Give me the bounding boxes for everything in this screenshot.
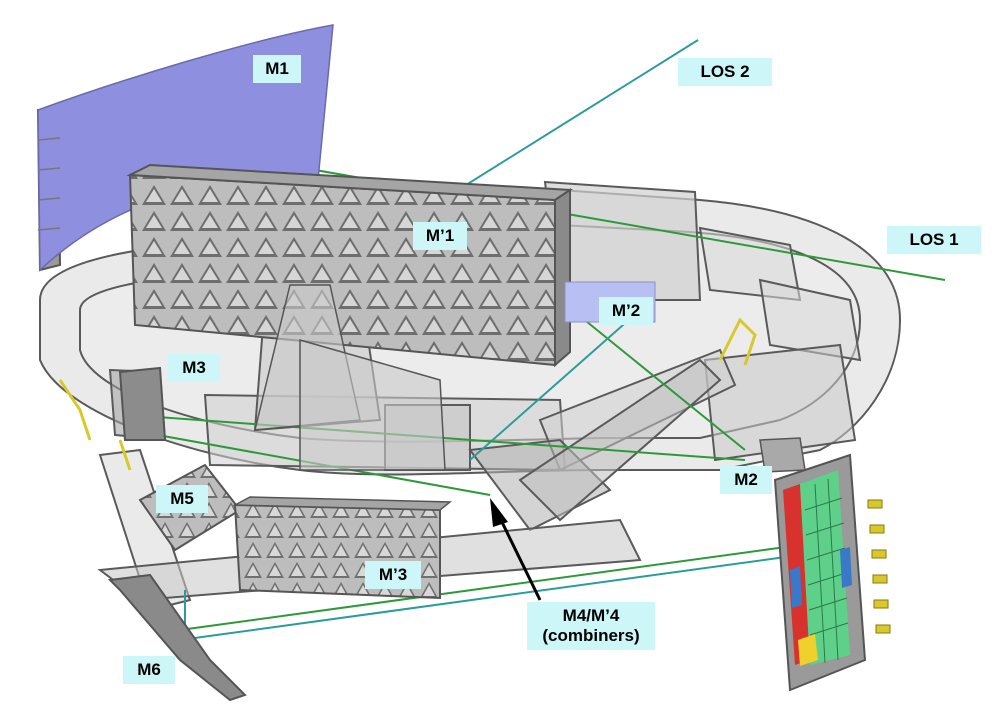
central-support [254,284,446,471]
label-m1: M1 [253,55,301,83]
label-m3: M3 [168,354,220,382]
detector-array [773,453,891,692]
mirror-m6 [107,573,247,702]
combiners-arrow [490,498,542,601]
label-m3-prime: M’3 [365,561,421,589]
label-combiners-line1: M4/M’4 [562,606,620,625]
label-combiners: M4/M’4 (combiners) [527,602,655,650]
label-m6: M6 [123,656,175,684]
mirror-m3 [118,366,167,441]
mirror-m1 [36,24,334,272]
label-los2: LOS 2 [678,58,772,86]
label-los1: LOS 1 [887,226,981,254]
mount-brackets [58,317,757,471]
label-m2: M2 [720,466,772,494]
label-m1-prime: M’1 [413,222,467,250]
label-combiners-line2: (combiners) [542,626,640,645]
label-m5: M5 [156,485,208,513]
label-m2-prime: M’2 [599,297,653,325]
